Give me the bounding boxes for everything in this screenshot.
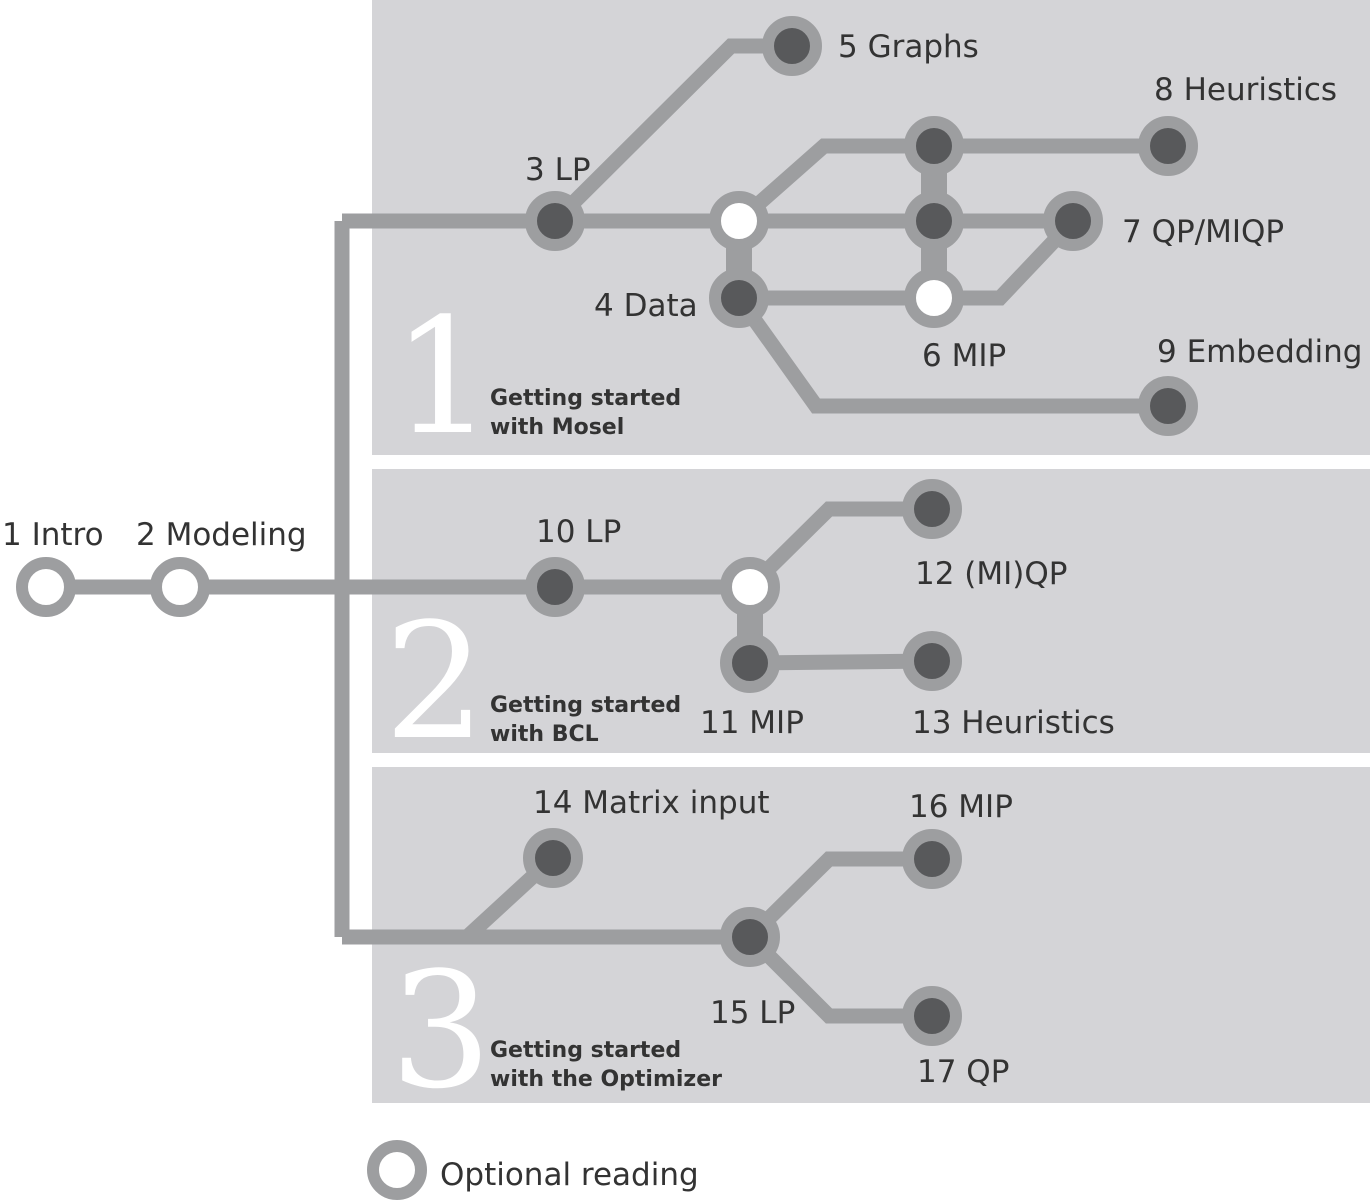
panel-number-3: 3 [390, 937, 492, 1124]
label-lp10: 10 LP [536, 514, 621, 550]
node-mip16 [902, 829, 962, 889]
label-data4: 4 Data [594, 288, 698, 324]
nodes [16, 16, 1198, 1200]
label-heur8: 8 Heuristics [1154, 72, 1337, 108]
node-heur8 [1138, 116, 1198, 176]
node-qp7 [1043, 191, 1103, 251]
label-matrix14: 14 Matrix input [533, 785, 770, 821]
panel-number-1: 1 [392, 283, 494, 470]
node-qp17 [902, 986, 962, 1046]
track-to-qp17 [744, 931, 932, 1024]
node-mip11 [720, 633, 780, 693]
track-to-qp12 [744, 501, 932, 593]
node-matrix14 [523, 828, 583, 888]
node-intro [16, 557, 76, 617]
label-heur13: 13 Heuristics [912, 705, 1115, 741]
node-data4 [709, 268, 769, 328]
node-mip6-mid [904, 191, 964, 251]
node-heur13 [902, 631, 962, 691]
label-qp12: 12 (MI)QP [915, 556, 1067, 592]
panel-subtitle-3b: with the Optimizer [490, 1067, 722, 1092]
node-lp10 [525, 557, 585, 617]
node-lp15 [720, 907, 780, 967]
panel-subtitle-1a: Getting started [490, 386, 681, 411]
track-data-embedding [732, 293, 1168, 414]
node-modeling [150, 557, 210, 617]
label-lp3: 3 LP [525, 152, 591, 188]
panel-subtitle-2b: with BCL [490, 722, 599, 747]
track-data-mip6 [739, 215, 1079, 306]
track-to-mip16 [744, 851, 932, 943]
label-mip6: 6 MIP [922, 338, 1006, 374]
track-to-heuristics8 [734, 138, 1168, 227]
node-mip6 [904, 268, 964, 328]
label-lp15: 15 LP [710, 995, 795, 1031]
node-graphs5 [762, 16, 822, 76]
label-intro: 1 Intro [2, 517, 104, 553]
node-qp12 [902, 479, 962, 539]
label-mip11: 11 MIP [700, 705, 804, 741]
panel-subtitle-3a: Getting started [490, 1038, 681, 1063]
panel-subtitle-1b: with Mosel [490, 415, 624, 440]
node-lp3 [525, 191, 585, 251]
panel-subtitle-2a: Getting started [490, 693, 681, 718]
label-modeling: 2 Modeling [136, 517, 307, 553]
track-mip11-heur13 [749, 653, 933, 671]
label-qp17: 17 QP [917, 1054, 1009, 1090]
label-qp7: 7 QP/MIQP [1122, 214, 1284, 250]
label-mip16: 16 MIP [909, 789, 1013, 825]
node-optional-branch-1 [709, 191, 769, 251]
panel-number-2: 2 [384, 588, 486, 775]
label-graphs5: 5 Graphs [838, 29, 979, 65]
node-emb9 [1138, 376, 1198, 436]
node-mip6-top [904, 116, 964, 176]
open-circle-icon [367, 1140, 427, 1200]
legend-label: Optional reading [440, 1157, 699, 1193]
node-optional-branch-2 [720, 557, 780, 617]
label-emb9: 9 Embedding [1157, 334, 1362, 370]
